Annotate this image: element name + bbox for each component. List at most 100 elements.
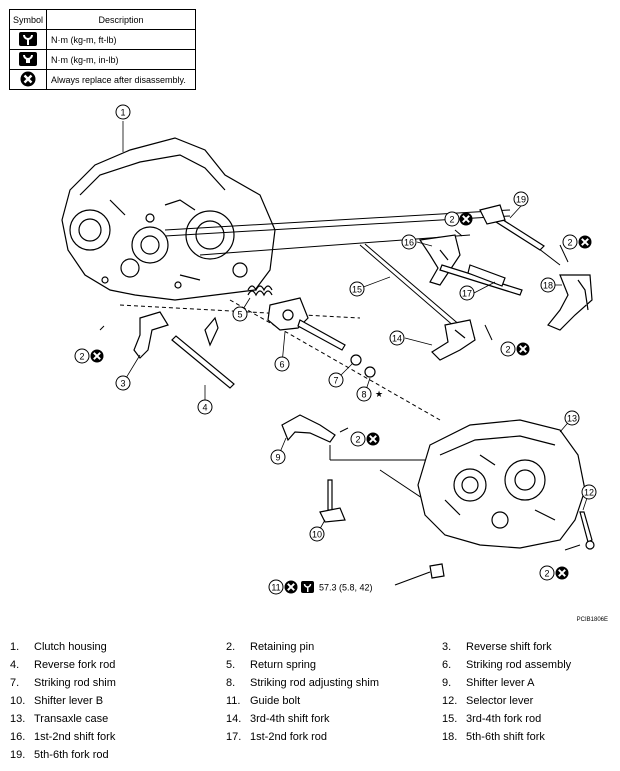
legend-row: 10.Shifter lever B 11.Guide bolt 12.Sele… (10, 695, 615, 713)
callout-2: 2 (562, 234, 578, 250)
callout-2: 2 (444, 211, 460, 227)
svg-text:9: 9 (275, 453, 280, 463)
svg-text:2: 2 (79, 352, 84, 362)
legend-item: 3.Reverse shift fork (442, 641, 552, 653)
legend-item: 13.Transaxle case (10, 713, 109, 725)
shifter-lever-a (281, 414, 336, 443)
callout-16: 16 (401, 234, 417, 250)
svg-text:2: 2 (505, 345, 510, 355)
legend-item: 12.Selector lever (442, 695, 534, 707)
callout-2: 2 (350, 431, 366, 447)
shift-fork-1st-2nd (418, 234, 461, 286)
reverse-shift-fork (133, 311, 169, 359)
symbol-row: N·m (kg-m, ft-lb) (9, 29, 196, 50)
description-header: Description (46, 9, 196, 30)
svg-text:5: 5 (237, 310, 242, 320)
striking-rod-assembly (267, 297, 346, 351)
legend-item: 19.5th-6th fork rod (10, 749, 109, 761)
callout-6: 6 (274, 356, 290, 372)
legend-item: 10.Shifter lever B (10, 695, 104, 707)
callout-10: 10 (309, 526, 325, 542)
torque-wrench-small-icon (19, 51, 37, 66)
callout-7: 7 (328, 372, 344, 388)
legend-item: 1.Clutch housing (10, 641, 107, 653)
svg-text:2: 2 (544, 569, 549, 579)
guide-bolt (394, 563, 445, 586)
symbol-table-header: Symbol Description (9, 9, 196, 30)
callout-15: 15 (349, 281, 365, 297)
svg-text:4: 4 (202, 403, 207, 413)
svg-text:6: 6 (279, 360, 284, 370)
svg-text:15: 15 (352, 285, 362, 295)
striking-rod-adjusting-shim (364, 366, 376, 378)
symbol-header: Symbol (9, 9, 47, 30)
legend-row: 19.5th-6th fork rod (10, 749, 615, 767)
callout-3: 3 (115, 375, 131, 391)
svg-text:11: 11 (271, 583, 280, 593)
callout-11: 11 (268, 579, 284, 595)
callout-13: 13 (564, 410, 580, 426)
selector-lever (579, 511, 595, 550)
legend-row: 7.Striking rod shim 8.Striking rod adjus… (10, 677, 615, 695)
callout-2: 2 (500, 341, 516, 357)
legend-item: 7.Striking rod shim (10, 677, 116, 689)
legend-item: 16.1st-2nd shift fork (10, 731, 116, 743)
callout-1: 1 (115, 104, 131, 120)
legend-row: 1.Clutch housing 2.Retaining pin 3.Rever… (10, 641, 615, 659)
svg-text:16: 16 (404, 238, 414, 248)
legend-item: 4.Reverse fork rod (10, 659, 116, 671)
legend-row: 16.1st-2nd shift fork 17.1st-2nd fork ro… (10, 731, 615, 749)
return-spring (247, 285, 273, 297)
torque-wrench-icon (301, 581, 314, 593)
legend-item: 6.Striking rod assembly (442, 659, 572, 671)
svg-text:7: 7 (333, 376, 338, 386)
callouts: 1 19 16 15 17 18 14 5 3 4 6 7 8 9 10 13 … (74, 104, 597, 595)
callout-4: 4 (197, 399, 213, 415)
symbol-description: N·m (kg-m, in-lb) (46, 49, 196, 70)
shifter-lever-b (319, 479, 346, 523)
exploded-diagram: 1 19 16 15 17 18 14 5 3 4 6 7 8 9 10 13 … (61, 104, 597, 595)
figure-id: PCIB1806E (576, 617, 608, 623)
callout-8: 8 (356, 386, 372, 402)
svg-text:8: 8 (361, 390, 366, 400)
legend-item: 9.Shifter lever A (442, 677, 535, 689)
legend-item: 18.5th-6th shift fork (442, 731, 545, 743)
fork-rod-5th-6th (479, 204, 545, 251)
legend-item: 17.1st-2nd fork rod (226, 731, 328, 743)
svg-text:10: 10 (312, 530, 322, 540)
legend-item: 2.Retaining pin (226, 641, 315, 653)
legend-item: 15.3rd-4th fork rod (442, 713, 542, 725)
legend-item: 14.3rd-4th shift fork (226, 713, 330, 725)
reverse-fork-rod (171, 316, 235, 389)
star-mark: ★ (375, 389, 383, 399)
fork-rod-1st-2nd (439, 264, 523, 296)
callout-9: 9 (270, 449, 286, 465)
transaxle-case-drawing (417, 419, 586, 549)
shift-fork-5th-6th (547, 274, 593, 331)
shift-fork-3rd-4th (431, 319, 476, 361)
symbol-description: N·m (kg-m, ft-lb) (46, 29, 196, 50)
svg-text:18: 18 (543, 281, 553, 291)
svg-text:2: 2 (355, 435, 360, 445)
symbol-row: Always replace after disassembly. (9, 69, 196, 90)
callout-17: 17 (459, 285, 475, 301)
legend-row: 4.Reverse fork rod 5.Return spring 6.Str… (10, 659, 615, 677)
svg-text:2: 2 (567, 238, 572, 248)
svg-text:14: 14 (392, 334, 402, 344)
callout-19: 19 (513, 191, 529, 207)
legend-item: 8.Striking rod adjusting shim (226, 677, 380, 689)
callout-2: 2 (539, 565, 555, 581)
parts-legend: 1.Clutch housing 2.Retaining pin 3.Rever… (10, 641, 615, 767)
striking-rod-shim (350, 354, 362, 366)
symbol-table: Symbol Description N·m (kg-m, ft-lb) N·m… (9, 9, 196, 90)
callout-12: 12 (581, 484, 597, 500)
legend-row: 13.Transaxle case 14.3rd-4th shift fork … (10, 713, 615, 731)
legend-item: 5.Return spring (226, 659, 317, 671)
callout-18: 18 (540, 277, 556, 293)
svg-text:3: 3 (120, 379, 125, 389)
svg-text:13: 13 (567, 414, 577, 424)
symbol-row: N·m (kg-m, in-lb) (9, 49, 196, 70)
torque-spec: 57.3 (5.8, 42) (319, 583, 373, 593)
torque-wrench-icon (19, 31, 37, 46)
svg-text:19: 19 (516, 195, 526, 205)
